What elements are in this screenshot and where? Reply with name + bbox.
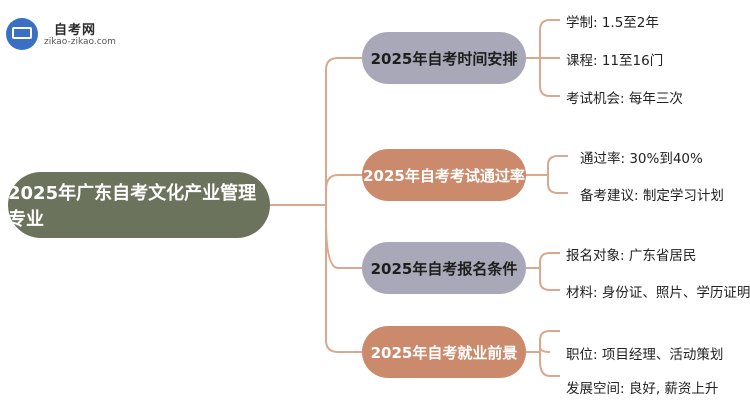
branch-node-requirements[interactable]: 2025年自考报名条件 bbox=[362, 242, 526, 294]
site-logo[interactable]: 自考网 zikao-zikao.com bbox=[6, 18, 146, 52]
branch-node-schedule[interactable]: 2025年自考时间安排 bbox=[362, 32, 526, 84]
branch-node-career[interactable]: 2025年自考就业前景 bbox=[362, 326, 526, 378]
leaf-pass-rate: 通过率: 30%到40% bbox=[580, 151, 703, 167]
branch-2-leaf-bracket bbox=[547, 155, 568, 194]
logo-subtitle: zikao-zikao.com bbox=[44, 37, 116, 47]
leaf-courses: 课程: 11至16门 bbox=[566, 53, 664, 69]
branch-3-leaf-bracket bbox=[539, 252, 560, 291]
branch-4-leaf-bracket bbox=[539, 330, 560, 377]
leaf-exam-opportunities: 考试机会: 每年三次 bbox=[566, 91, 683, 107]
branch-2-connector bbox=[325, 174, 362, 191]
logo-title: 自考网 bbox=[54, 23, 97, 38]
branch-3-connector bbox=[325, 219, 362, 269]
branch-1-leaf-bracket bbox=[539, 19, 560, 97]
leaf-growth-prospects: 发展空间: 良好, 薪资上升 bbox=[566, 381, 719, 397]
leaf-duration: 学制: 1.5至2年 bbox=[566, 15, 659, 31]
branch-node-pass-rate[interactable]: 2025年自考考试通过率 bbox=[362, 149, 526, 201]
leaf-eligible-applicants: 报名对象: 广东省居民 bbox=[566, 248, 697, 264]
graduation-cap-icon bbox=[6, 18, 38, 50]
trunk-line-down bbox=[325, 205, 362, 353]
leaf-required-materials: 材料: 身份证、照片、学历证明 bbox=[566, 285, 750, 301]
trunk-line bbox=[325, 57, 362, 205]
leaf-job-positions: 职位: 项目经理、活动策划 bbox=[566, 347, 724, 363]
root-node[interactable]: 2025年广东自考文化产业管理专业 bbox=[8, 172, 270, 238]
leaf-study-advice: 备考建议: 制定学习计划 bbox=[580, 188, 724, 204]
